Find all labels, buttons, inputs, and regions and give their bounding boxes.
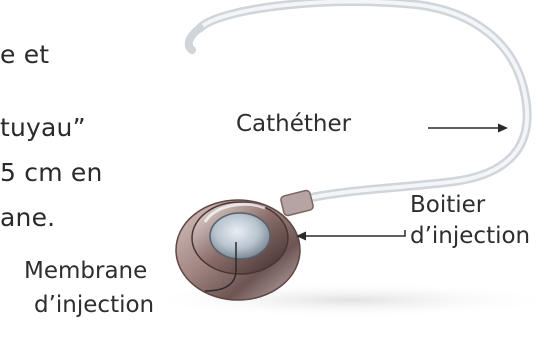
membrane-label-line-1: Membrane	[24, 260, 147, 283]
boitier-arrow-line	[302, 230, 405, 236]
catheter-tube	[200, 2, 527, 200]
boitier-label-line-2: d’injection	[410, 225, 530, 248]
catheter-connector	[280, 190, 314, 217]
catheter-label: Cathéther	[236, 113, 351, 136]
catheter-tube-end	[189, 28, 200, 50]
boitier-label-line-1: Boitier	[410, 194, 485, 217]
catheter-tube-highlight	[200, 2, 527, 200]
injection-membrane	[210, 213, 270, 259]
membrane-label-line-2: d’injection	[34, 294, 154, 317]
catheter-arrow-head	[498, 124, 508, 133]
